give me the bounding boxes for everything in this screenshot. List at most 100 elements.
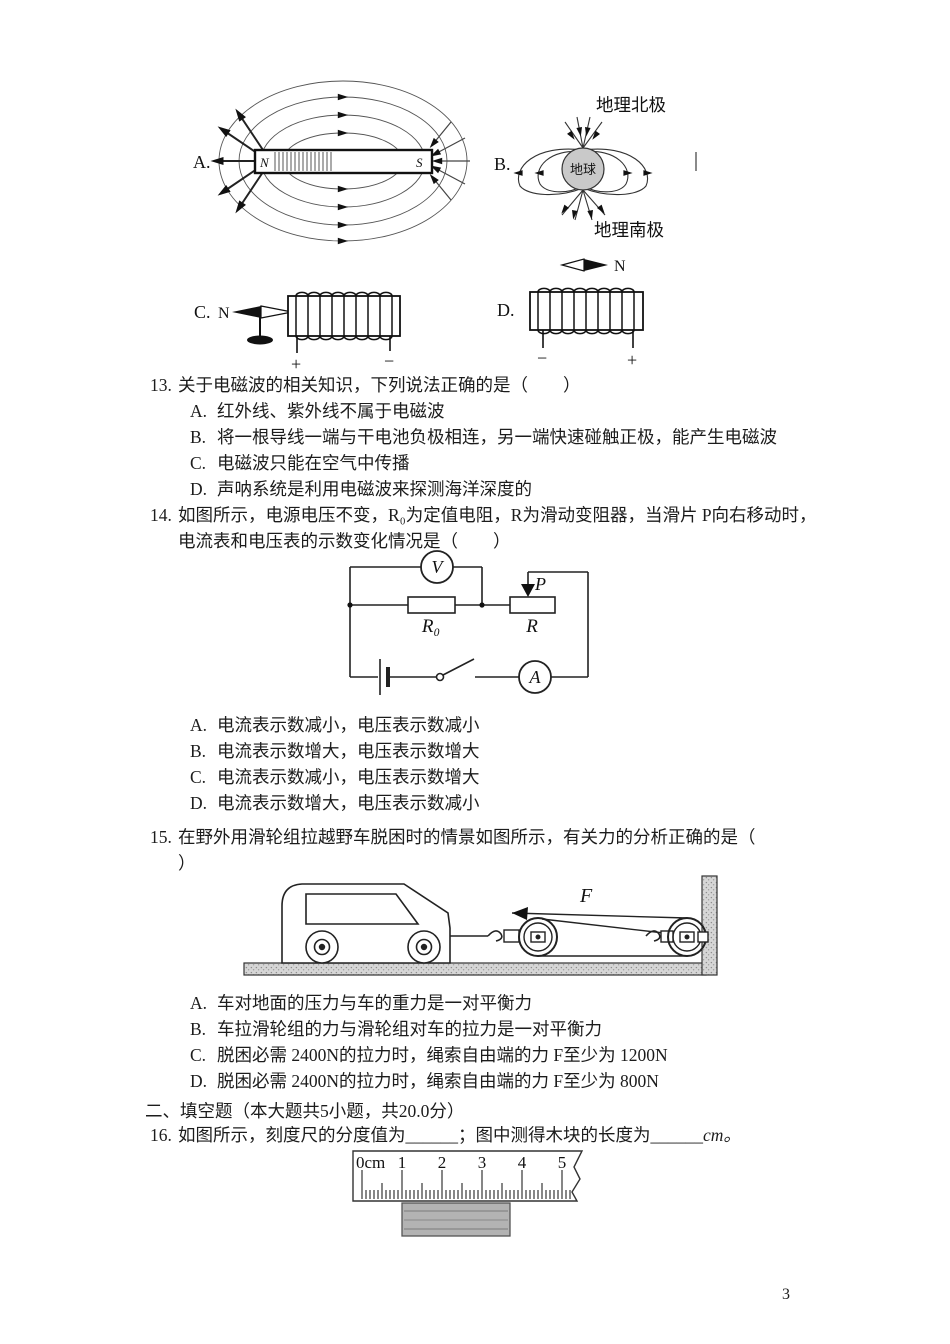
figure-bar-magnet-field: A. N S xyxy=(193,80,470,245)
option-text: 将一根导线一端与干电池负极相连，另一端快速碰触正极，能产生电磁波 xyxy=(217,427,777,447)
option-c: C. 电磁波只能在空气中传播 xyxy=(190,450,850,476)
question-15: 15. 在野外用滑轮组拉越野车脱困时的情景如图所示，有关力的分析正确的是（ ） xyxy=(150,824,850,876)
rheostat-r-label: R xyxy=(525,616,538,637)
compass-d-n-label: N xyxy=(614,258,626,275)
slider-p-label: P xyxy=(534,574,546,594)
option-label: B. xyxy=(190,427,207,447)
stem-text: 如图所示，刻度尺的分度值为______；图中测得木块的长度为______cm。 xyxy=(178,1125,741,1145)
slider-arrow xyxy=(521,584,535,597)
ammeter-label: A xyxy=(529,667,542,687)
ruler-body xyxy=(352,1150,584,1202)
option-label: B. xyxy=(190,1019,207,1039)
rope-and-pulleys xyxy=(450,912,709,957)
option-text: 车拉滑轮组的力与滑轮组对车的拉力是一对平衡力 xyxy=(217,1019,602,1039)
ruler-number: 0cm xyxy=(356,1153,385,1172)
geo-south-label: 地理南极 xyxy=(594,220,664,240)
bar-magnet xyxy=(253,148,434,175)
question-14: 14. 如图所示，电源电压不变，R₀为定值电阻，R为滑动变阻器，当滑片 P向右移… xyxy=(150,502,850,554)
compass-c-needle xyxy=(232,305,293,345)
option-text: 车对地面的压力与车的重力是一对平衡力 xyxy=(217,993,532,1013)
figure-c-label: C. xyxy=(194,302,211,322)
ruler-number: 2 xyxy=(438,1153,447,1172)
wood-block xyxy=(401,1202,511,1237)
option-text: 电流表示数增大，电压表示数增大 xyxy=(217,741,480,761)
unit-cm: cm。 xyxy=(703,1125,741,1145)
pole-rays-right xyxy=(432,121,470,201)
option-label: A. xyxy=(190,401,208,421)
option-text: 电流表示数减小，电压表示数减小 xyxy=(217,715,480,735)
question-13-stem: 13. 关于电磁波的相关知识，下列说法正确的是（ ） xyxy=(150,372,850,398)
solenoid-d-minus: − xyxy=(537,348,547,368)
figure-ruler: 0cm 1 2 3 4 5 xyxy=(352,1150,584,1237)
earth-label: 地球 xyxy=(570,162,596,177)
question-number: 13. xyxy=(150,375,172,395)
stray-mark xyxy=(695,152,697,171)
option-text: 电磁波只能在空气中传播 xyxy=(217,453,410,473)
battery xyxy=(379,659,390,695)
option-text: 红外线、紫外线不属于电磁波 xyxy=(217,401,445,421)
option-label: C. xyxy=(190,1045,207,1065)
voltmeter xyxy=(420,550,454,584)
stem-text-line2: 电流表和电压表的示数变化情况是（ ） xyxy=(178,531,511,551)
option-label: D. xyxy=(190,1071,208,1091)
option-label: B. xyxy=(190,741,207,761)
compass-d-needle xyxy=(559,258,608,272)
question-15-stem: 15. 在野外用滑轮组拉越野车脱困时的情景如图所示，有关力的分析正确的是（ xyxy=(150,824,850,850)
question-16-stem: 16. 如图所示，刻度尺的分度值为______；图中测得木块的长度为______… xyxy=(150,1122,850,1148)
option-text: 脱困必需 2400N的拉力时，绳索自由端的力 F至少为 800N xyxy=(217,1071,659,1091)
rheostat-r xyxy=(509,596,556,614)
magnet-n-pole: N xyxy=(259,155,270,170)
solenoid-d: − + xyxy=(529,287,644,370)
figure-solenoids: C. N + − D. N − xyxy=(194,258,644,374)
question-number: 16. xyxy=(150,1125,172,1145)
geo-north-label: 地理北极 xyxy=(596,95,666,115)
circuit-wires xyxy=(349,566,589,678)
junction-dot xyxy=(479,602,485,608)
question-number: 15. xyxy=(150,827,172,847)
option-c: C. 脱困必需 2400N的拉力时，绳索自由端的力 F至少为 1200N xyxy=(190,1042,850,1068)
magnet-s-pole: S xyxy=(416,155,423,170)
resistor-r0 xyxy=(407,596,456,614)
option-a: A. 红外线、紫外线不属于电磁波 xyxy=(190,398,850,424)
solenoid-c-plus: + xyxy=(291,354,301,374)
ruler-number: 4 xyxy=(518,1153,527,1172)
question-15-options: A. 车对地面的压力与车的重力是一对平衡力 B. 车拉滑轮组的力与滑轮组对车的拉力是… xyxy=(150,990,850,1094)
force-arrowhead xyxy=(512,907,528,920)
option-text: 电流表示数增大，电压表示数减小 xyxy=(217,793,480,813)
ground xyxy=(243,962,707,976)
option-label: C. xyxy=(190,767,207,787)
stem-text-line2: ） xyxy=(178,853,196,873)
magnet-hatch xyxy=(274,152,332,171)
solenoid-c-minus: − xyxy=(384,351,394,371)
resistor-r0-label: R₀ xyxy=(421,616,440,637)
ruler-number: 5 xyxy=(558,1153,567,1172)
solenoid-d-plus: + xyxy=(627,350,637,370)
earth-globe xyxy=(561,147,605,191)
ruler-ticks xyxy=(361,1170,571,1199)
question-13: 13. 关于电磁波的相关知识，下列说法正确的是（ ） A. 红外线、紫外线不属于电… xyxy=(150,372,850,502)
compass-c-n-label: N xyxy=(218,305,230,322)
question-14-stem: 14. 如图所示，电源电压不变，R₀为定值电阻，R为滑动变阻器，当滑片 P向右移… xyxy=(150,502,850,528)
option-a: A.电流表示数减小，电压表示数减小 xyxy=(190,712,850,738)
car xyxy=(281,883,451,964)
option-d: D. 脱困必需 2400N的拉力时，绳索自由端的力 F至少为 800N xyxy=(190,1068,850,1094)
stem-text: 如图所示，电源电压不变，R₀为定值电阻，R为滑动变阻器，当滑片 P向右移动时， xyxy=(178,505,817,525)
option-label: A. xyxy=(190,993,208,1013)
ruler-numbers: 0cm 1 2 3 4 5 xyxy=(356,1153,566,1172)
figure-circuit: V R₀ R P A xyxy=(347,550,589,695)
option-label: D. xyxy=(190,793,208,813)
figure-d-label: D. xyxy=(497,300,515,320)
stem-text: 关于电磁波的相关知识，下列说法正确的是（ ） xyxy=(178,375,581,395)
question-number: 14. xyxy=(150,505,172,525)
option-d: D. 电流表示数增大，电压表示数减小 xyxy=(190,790,850,816)
figure-a-label: A. xyxy=(193,152,211,172)
option-label: C. xyxy=(190,453,207,473)
ruler-number: 3 xyxy=(478,1153,487,1172)
option-b: B. 电流表示数增大，电压表示数增大 xyxy=(190,738,850,764)
option-text: 脱困必需 2400N的拉力时，绳索自由端的力 F至少为 1200N xyxy=(217,1045,668,1065)
ruler-number: 1 xyxy=(398,1153,407,1172)
figure-b-label: B. xyxy=(494,154,511,174)
option-b: B. 将一根导线一端与干电池负极相连，另一端快速碰触正极，能产生电磁波 xyxy=(190,424,850,450)
figure-earth-field: B. 地球 地理北极 地理南极 xyxy=(494,95,666,240)
voltmeter-label: V xyxy=(432,557,445,577)
